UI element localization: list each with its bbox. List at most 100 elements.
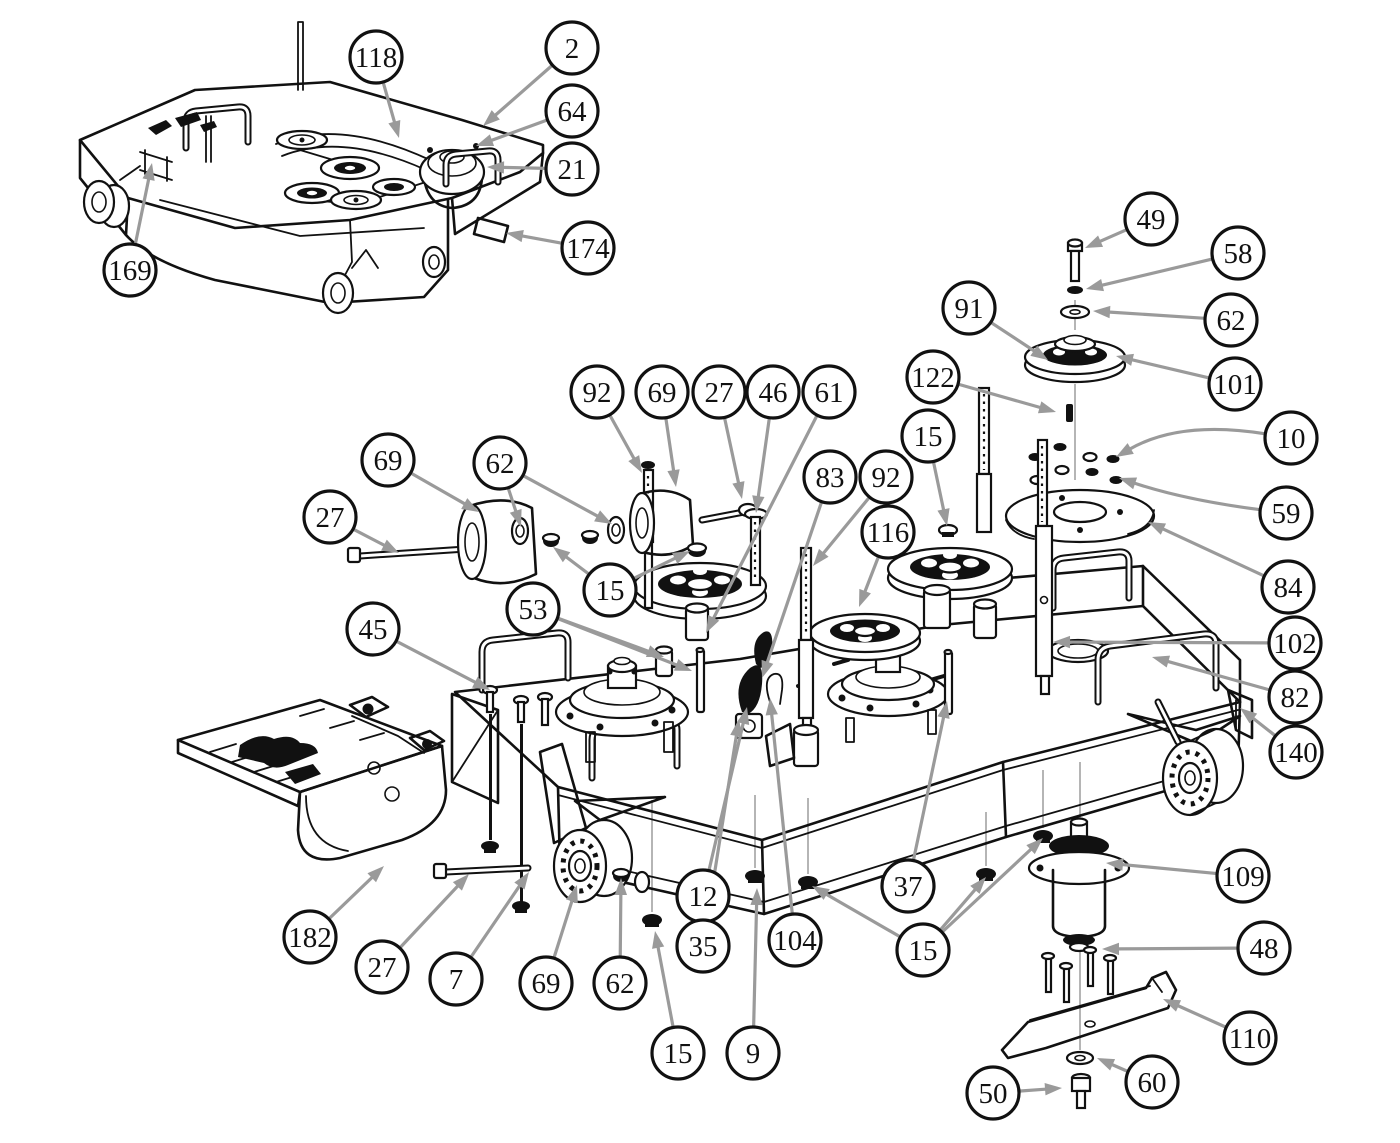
callout-102-16: 102 (1267, 615, 1323, 671)
leader-arrowhead (1086, 279, 1104, 292)
leader-arrowhead (509, 508, 522, 527)
callout-140-18: 140 (1268, 724, 1324, 780)
leader-arrowhead (737, 707, 750, 725)
leader-line (492, 63, 555, 118)
callout-bubble (360, 432, 416, 488)
callout-number: 27 (368, 952, 397, 984)
callout-92-19: 92 (569, 364, 625, 420)
spacers-and-pins (654, 583, 998, 768)
leader-line (563, 554, 591, 576)
leader-arrowhead (1037, 401, 1056, 414)
leader-line (618, 891, 623, 959)
callout-number: 92 (872, 462, 901, 494)
idler-pulley-2 (808, 612, 922, 662)
leader-arrowhead (553, 547, 571, 563)
callout-number: 45 (359, 614, 388, 646)
callout-bubble (941, 280, 997, 336)
leader-line (862, 554, 881, 595)
leader-arrowhead (1053, 635, 1071, 649)
leader-line (394, 639, 479, 685)
leader-line (1099, 257, 1215, 288)
callout-46-22: 46 (745, 364, 801, 420)
leader-arrowhead (859, 588, 871, 607)
leader-line (1115, 946, 1240, 951)
callout-35-41: 35 (675, 918, 731, 974)
leader-line (608, 413, 637, 462)
leader-arrowhead (506, 229, 524, 243)
leader-arrowhead (487, 161, 505, 174)
callout-bubble (1210, 225, 1266, 281)
callout-number: 27 (705, 377, 734, 409)
callout-number: 82 (1281, 682, 1310, 714)
leader-arrowhead (381, 539, 399, 553)
callout-12-40: 12 (675, 868, 731, 924)
leader-arrowhead (812, 886, 830, 900)
deck-pulleys (275, 129, 417, 211)
leader-line (469, 882, 523, 960)
discharge-chute (176, 695, 448, 861)
adjustment-rods (641, 386, 1054, 734)
callout-number: 15 (664, 1038, 693, 1070)
callout-number: 62 (486, 448, 515, 480)
leader-line (820, 495, 872, 557)
callout-number: 46 (759, 377, 788, 409)
hanger-bracket (139, 149, 173, 182)
callout-bubble (965, 1065, 1021, 1121)
callout-53-31: 53 (505, 581, 561, 637)
callout-bubble (745, 364, 801, 420)
callout-bubble (1207, 356, 1263, 412)
callout-bubble (1268, 724, 1324, 780)
callout-bubble (1267, 615, 1323, 671)
leader-line (940, 846, 1034, 934)
callout-69-20: 69 (634, 364, 690, 420)
callout-37-43: 37 (880, 858, 936, 914)
callout-bubble (1267, 669, 1323, 725)
leader-arrowhead (452, 874, 469, 891)
callout-61-23: 61 (801, 364, 857, 420)
callout-bubble (1124, 1054, 1180, 1110)
leader-arrowhead (937, 508, 950, 526)
leader-line (351, 527, 388, 548)
callout-104-42: 104 (767, 912, 823, 968)
callout-83-24: 83 (802, 449, 858, 505)
callout-169-5: 169 (102, 242, 158, 298)
callout-bubble (1222, 1010, 1278, 1066)
leader-line (133, 176, 151, 247)
callout-number: 10 (1277, 423, 1306, 455)
leader-line (752, 901, 759, 1029)
leader-line (408, 471, 468, 507)
callout-bubble (428, 951, 484, 1007)
leader-arrowhead (672, 551, 690, 565)
leader-line (1175, 1003, 1228, 1029)
callout-27-34: 27 (354, 939, 410, 995)
callout-number: 15 (914, 421, 943, 453)
callout-bubble (650, 1025, 706, 1081)
callout-bubble (1215, 848, 1271, 904)
callout-69-36: 69 (518, 955, 574, 1011)
leader-arrowhead (142, 163, 155, 181)
callout-number: 9 (746, 1038, 761, 1070)
callout-number: 2 (565, 33, 580, 65)
leader-arrowhead (667, 469, 680, 487)
callout-82-17: 82 (1267, 669, 1323, 725)
spindle-cartridge (1027, 817, 1131, 953)
callout-number: 104 (773, 925, 817, 957)
callout-7-35: 7 (428, 951, 484, 1007)
callout-bubble (900, 408, 956, 464)
leader-line (1127, 427, 1267, 452)
leader-line (938, 886, 978, 932)
callout-number: 35 (689, 931, 718, 963)
callout-60-48: 60 (1124, 1054, 1180, 1110)
leader-line (931, 459, 946, 513)
callout-bubble (518, 955, 574, 1011)
callout-number: 27 (316, 502, 345, 534)
leader-line (989, 320, 1038, 354)
callout-101-10: 101 (1207, 356, 1263, 412)
blade-group (1000, 970, 1178, 1110)
callout-bubble (895, 922, 951, 978)
leader-line (664, 416, 676, 474)
leader-arrowhead (1163, 999, 1182, 1012)
leader-arrowhead (514, 872, 529, 890)
